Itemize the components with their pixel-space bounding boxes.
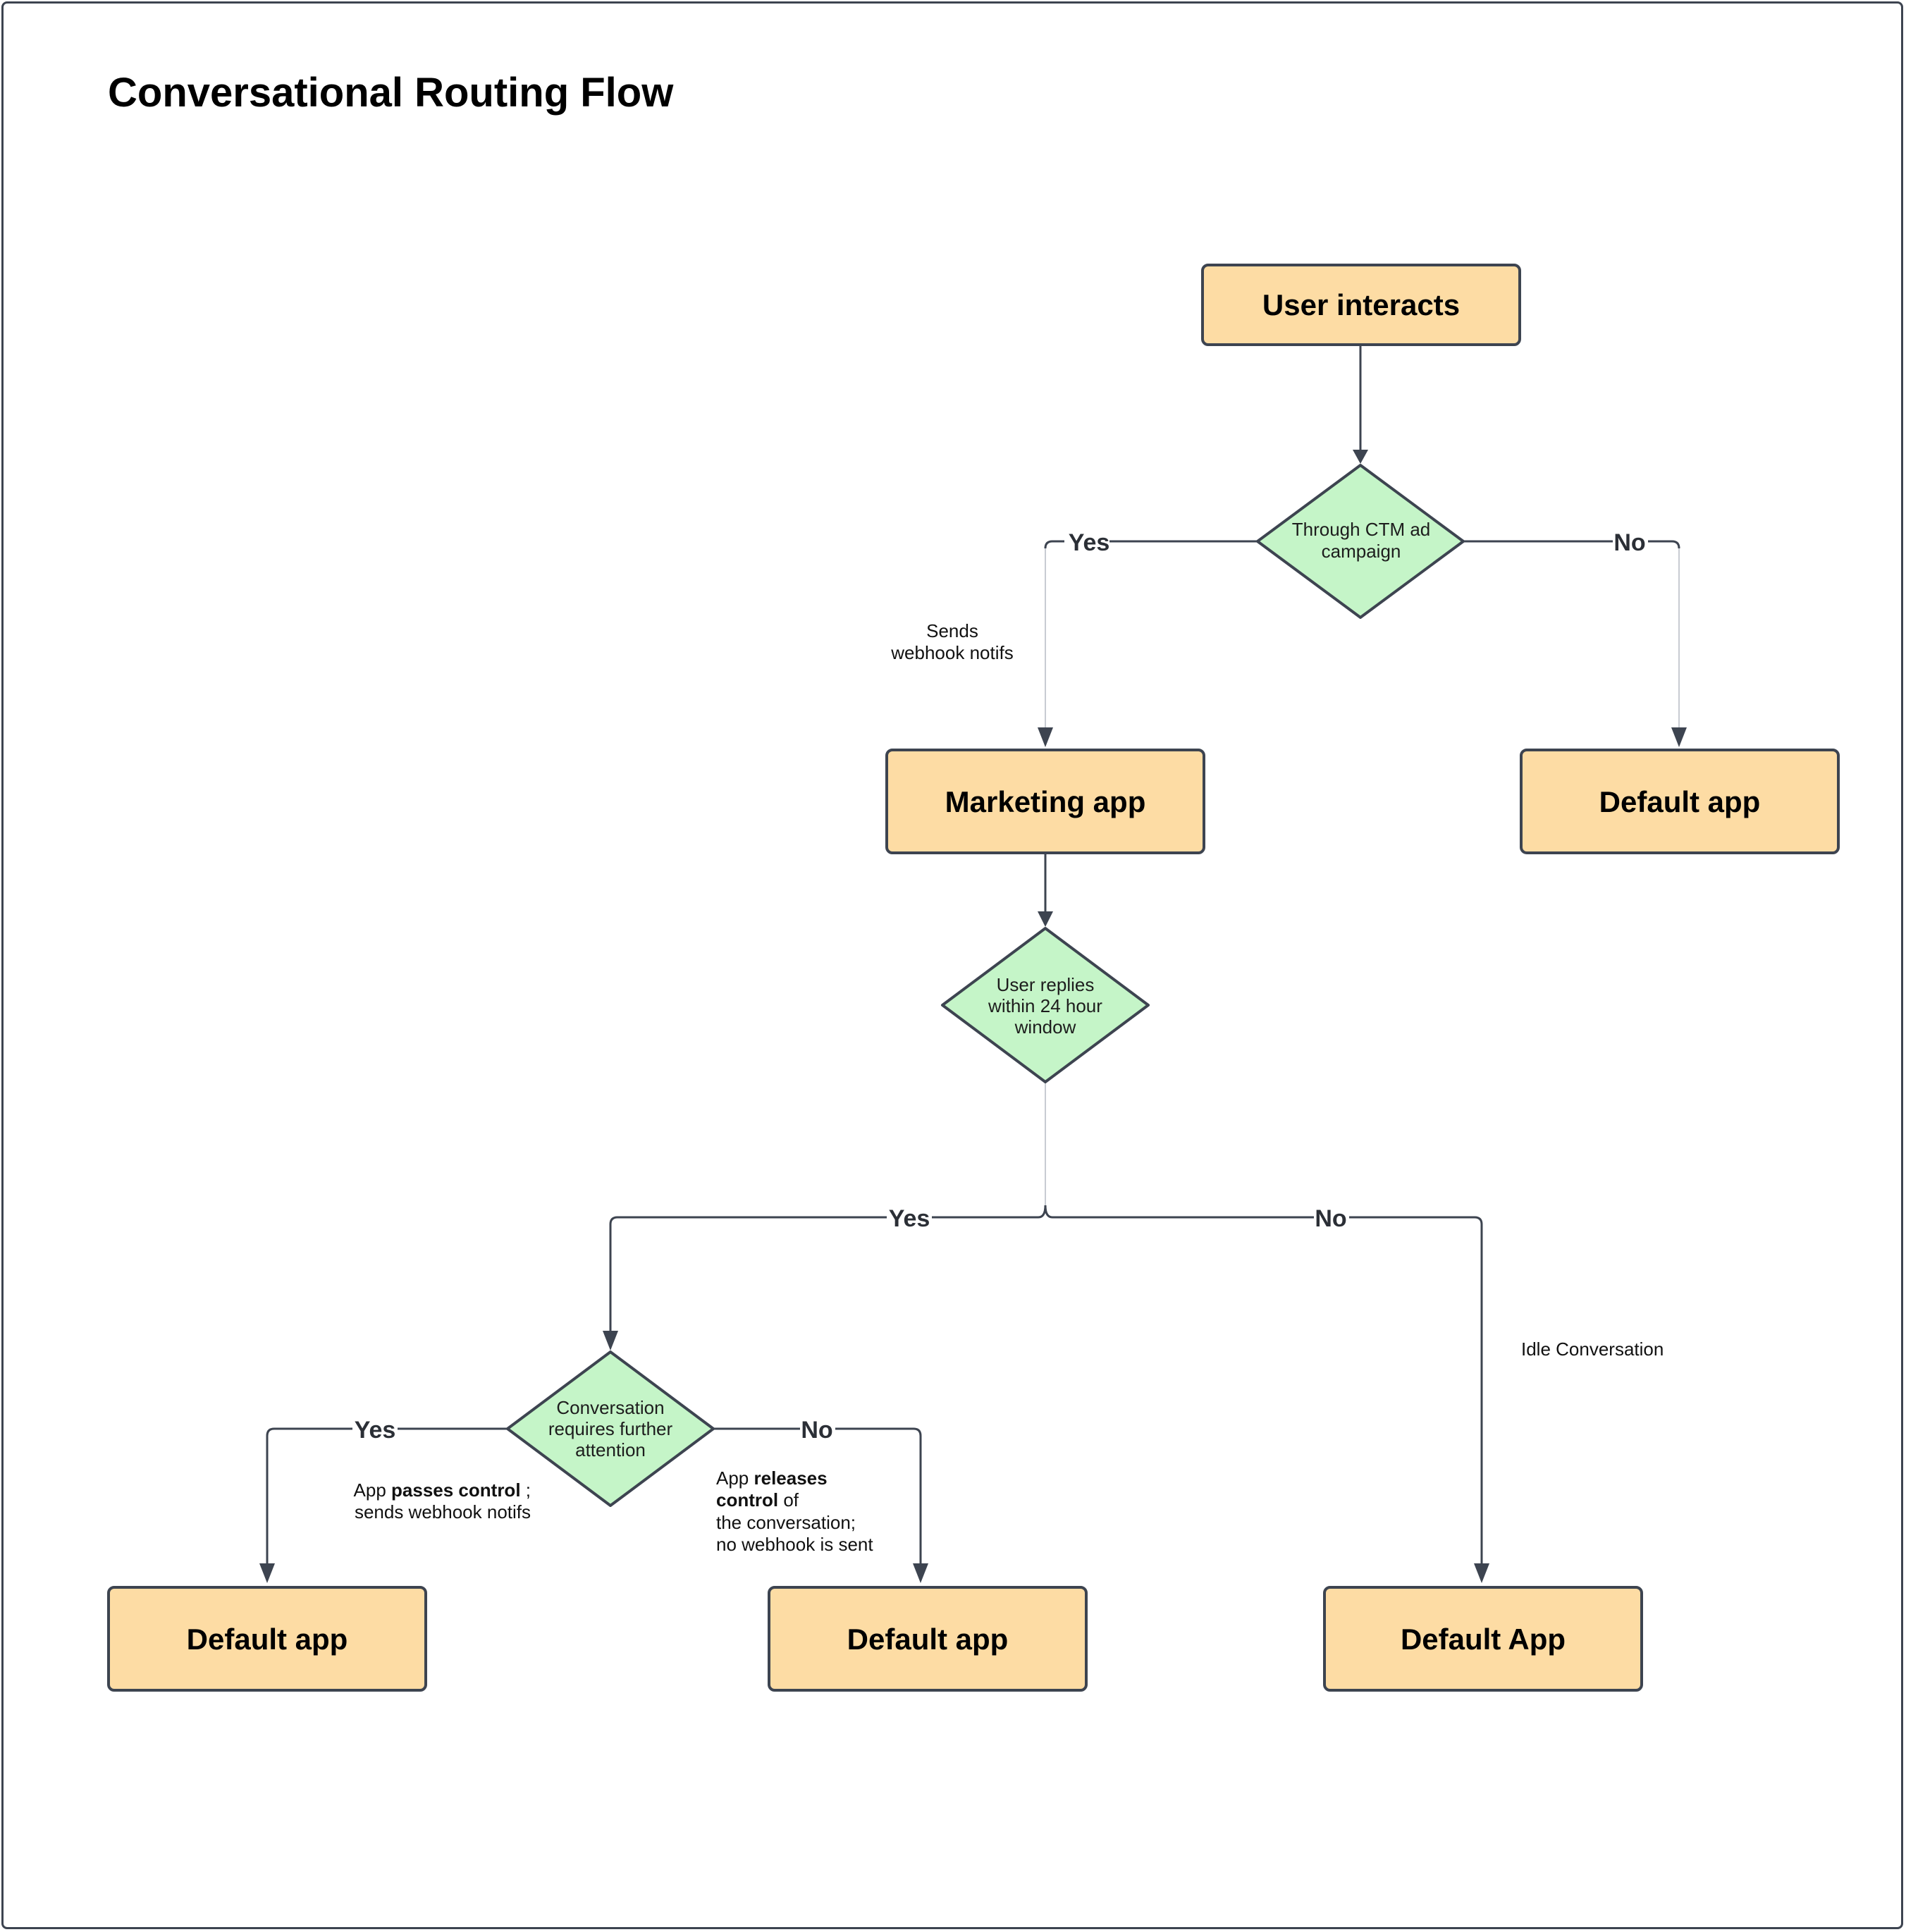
decision-label-line-2: within 24 hour bbox=[988, 995, 1102, 1016]
arrowhead bbox=[1671, 727, 1687, 747]
node-marketing-app[interactable]: Marketing app bbox=[885, 749, 1205, 854]
node-label: Default app bbox=[847, 1623, 1009, 1656]
node-default-app-top[interactable]: Default app bbox=[1520, 749, 1840, 854]
decision-label-line-2: requires further bbox=[548, 1418, 673, 1439]
note-line-2: webhook notifs bbox=[890, 642, 1013, 663]
arrowhead bbox=[1474, 1563, 1489, 1583]
decision-requires-attention[interactable]: Conversation requires further attention bbox=[506, 1350, 715, 1507]
node-label: Default app bbox=[187, 1623, 348, 1656]
edge-label-ctm-yes: Yes bbox=[1069, 529, 1110, 556]
edge-label-attention-no: No bbox=[801, 1417, 832, 1444]
node-default-app-right[interactable]: Default App bbox=[1323, 1586, 1643, 1692]
note-idle-conversation: Idle Conversation bbox=[1521, 1339, 1664, 1360]
arrowhead bbox=[603, 1331, 618, 1350]
note-passes-control: App passes control ; sends webhook notif… bbox=[354, 1479, 531, 1522]
page-title: Conversational Routing Flow bbox=[108, 70, 674, 116]
decision-label-line-1: User replies bbox=[997, 974, 1095, 995]
node-label: Default App bbox=[1401, 1623, 1566, 1656]
edge-replies-yes bbox=[609, 1205, 1047, 1332]
decision-label-line-3: attention bbox=[575, 1439, 646, 1460]
note-releases-control: App releases control of the conversation… bbox=[716, 1468, 873, 1555]
note-line-1: App passes control ; bbox=[354, 1479, 531, 1501]
edge-ctm-no-horizontal bbox=[1463, 540, 1680, 549]
edge-replies-no bbox=[1044, 1205, 1483, 1565]
node-user-interacts[interactable]: User interacts bbox=[1201, 264, 1521, 346]
decision-label-line-2: campaign bbox=[1322, 541, 1401, 562]
arrowhead bbox=[1038, 727, 1053, 747]
decision-label-line-1: Conversation bbox=[556, 1397, 664, 1418]
arrowhead bbox=[1038, 911, 1053, 927]
node-label: Marketing app bbox=[945, 785, 1146, 818]
decision-label-line-1: Through CTM ad bbox=[1292, 519, 1431, 540]
edge-ctm-yes-horizontal bbox=[1044, 540, 1258, 549]
note-line-1: App releases bbox=[716, 1468, 828, 1489]
node-label: Default app bbox=[1599, 785, 1761, 818]
decision-user-replies[interactable]: User replies within 24 hour window bbox=[941, 927, 1150, 1083]
note-line-2: control of bbox=[716, 1489, 799, 1510]
note-line-1: Sends bbox=[926, 620, 978, 641]
edge-label-attention-yes: Yes bbox=[355, 1417, 396, 1444]
edge-label-replies-no: No bbox=[1315, 1205, 1346, 1232]
arrowhead bbox=[259, 1563, 275, 1583]
arrowhead bbox=[913, 1563, 928, 1583]
edge-label-replies-yes: Yes bbox=[889, 1205, 930, 1232]
edge-label-ctm-no: No bbox=[1613, 529, 1645, 556]
node-default-app-left[interactable]: Default app bbox=[107, 1586, 427, 1692]
decision-through-ctm[interactable]: Through CTM ad campaign bbox=[1256, 464, 1465, 619]
note-sends-webhook: Sends webhook notifs bbox=[890, 620, 1013, 663]
decision-label-line-3: window bbox=[1014, 1016, 1076, 1038]
note-line-3: the conversation; bbox=[716, 1512, 856, 1533]
node-default-app-mid[interactable]: Default app bbox=[768, 1586, 1088, 1692]
note-line-2: sends webhook notifs bbox=[355, 1501, 531, 1522]
node-label: User interacts bbox=[1262, 288, 1460, 321]
edge-attention-yes bbox=[266, 1427, 508, 1565]
arrowhead bbox=[1353, 450, 1368, 464]
edge-attention-no bbox=[713, 1427, 922, 1565]
note-line-4: no webhook is sent bbox=[716, 1534, 873, 1555]
